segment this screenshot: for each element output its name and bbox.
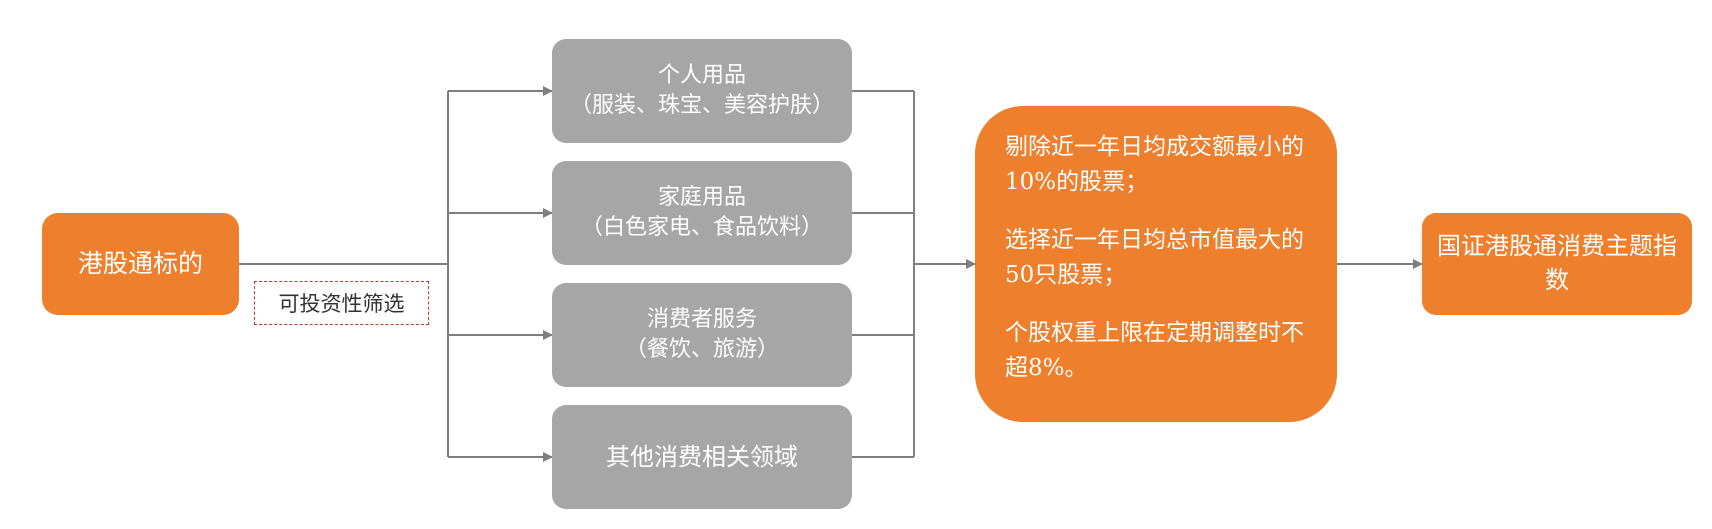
end-node-index: 国证港股通消费主题指数 (1422, 213, 1692, 315)
rule-item: 选择近一年日均总市值最大的50只股票； (1005, 227, 1304, 288)
selection-rules-box: 剔除近一年日均成交额最小的10%的股票； 选择近一年日均总市值最大的50只股票；… (975, 106, 1337, 422)
category-subtitle: （餐饮、旅游） (624, 337, 779, 362)
filter-label-text: 可投资性筛选 (278, 292, 405, 316)
category-household-goods: 家庭用品 （白色家电、食品饮料） (552, 161, 852, 265)
start-node-label: 港股通标的 (77, 249, 203, 279)
category-other-consumer: 其他消费相关领域 (552, 405, 852, 509)
rule-item: 剔除近一年日均成交额最小的10%的股票； (1005, 134, 1304, 195)
end-node-label: 国证港股通消费主题指数 (1437, 232, 1677, 294)
category-personal-goods: 个人用品 （服装、珠宝、美容护肤） (552, 39, 852, 143)
category-title: 其他消费相关领域 (606, 442, 798, 471)
category-subtitle: （服装、珠宝、美容护肤） (569, 93, 834, 118)
start-node-hk-connect-targets: 港股通标的 (42, 213, 239, 315)
rule-item: 个股权重上限在定期调整时不超8%。 (1005, 320, 1304, 381)
category-consumer-services: 消费者服务 （餐饮、旅游） (552, 283, 852, 387)
category-title: 消费者服务 (646, 307, 757, 333)
investability-filter-label: 可投资性筛选 (254, 281, 429, 325)
category-title: 个人用品 (657, 63, 746, 89)
category-title: 家庭用品 (657, 185, 746, 211)
category-subtitle: （白色家电、食品饮料） (580, 215, 823, 240)
